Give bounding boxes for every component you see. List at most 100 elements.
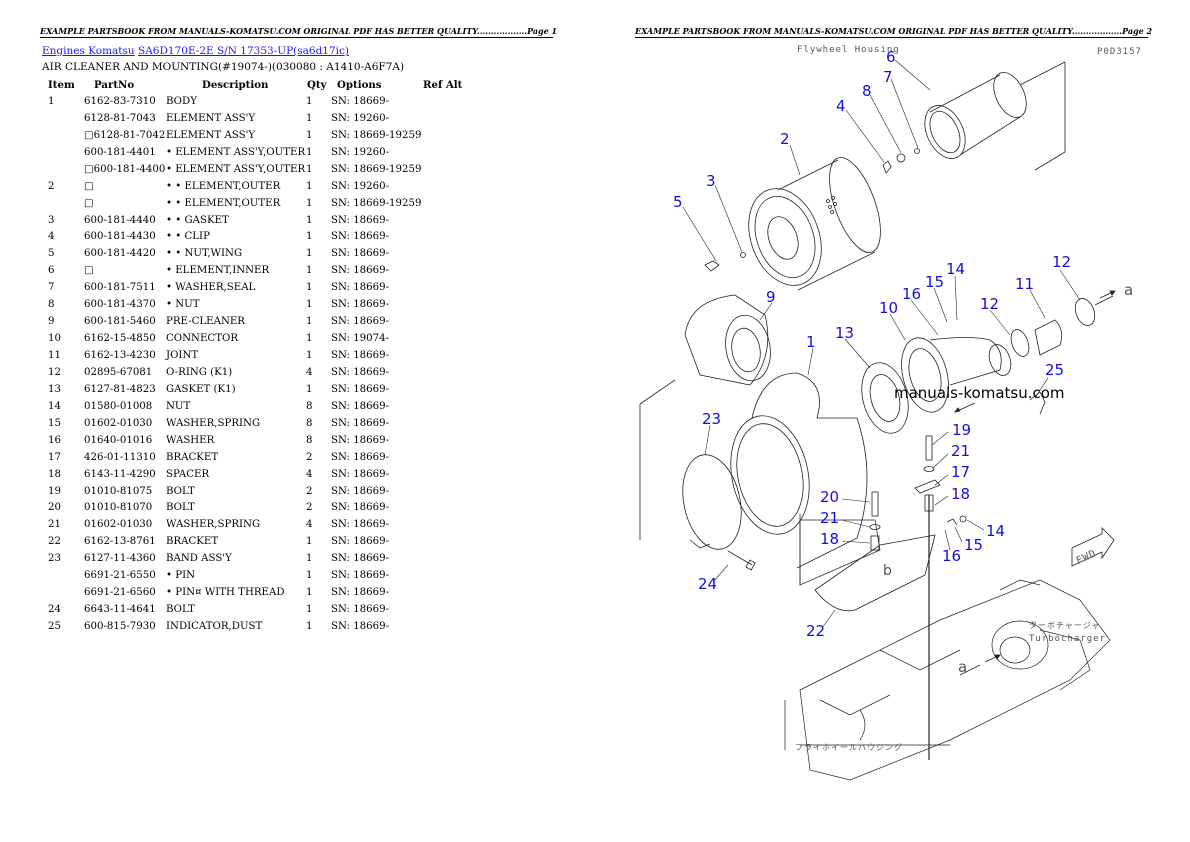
turbocharger-label: Turbocharger	[1029, 634, 1107, 644]
cell-description: BODY	[166, 95, 197, 107]
cell-qty: 8	[306, 434, 313, 446]
cell-options: SN: 18669-	[331, 536, 390, 548]
header-options: Options	[337, 78, 382, 91]
callout-number: 15	[925, 273, 945, 291]
watermark: manuals-komatsu.com	[894, 384, 1065, 402]
cell-qty: 2	[306, 451, 313, 463]
callout-number: 14	[946, 260, 966, 278]
cell-item: 11	[48, 350, 61, 362]
cell-description: • • CLIP	[166, 231, 210, 243]
cell-description: CONNECTOR	[166, 333, 239, 345]
drawing-id-label: P0D3157	[1097, 47, 1142, 57]
breadcrumb: Engines Komatsu SA6D170E-2E S/N 17353-UP…	[42, 45, 349, 57]
table-row: 12 02895-67081 O-RING (K1) 4 SN: 18669-	[42, 364, 473, 381]
cell-partno: 02895-67081	[84, 366, 153, 378]
cell-options: SN: 18669-	[331, 621, 390, 633]
parts-table: Item PartNo Description Qty Options Ref …	[42, 76, 473, 635]
cell-description: BOLT	[166, 604, 195, 616]
cell-qty: 1	[306, 163, 313, 175]
cell-item: 7	[48, 282, 55, 294]
callout-number: 17	[951, 463, 971, 481]
cell-options: SN: 18669-	[331, 248, 390, 260]
cell-description: ELEMENT ASS'Y	[166, 112, 256, 124]
cell-qty: 1	[306, 197, 313, 209]
flywheel-housing-jp-label: フライホイールハウジング	[795, 743, 903, 752]
cell-partno: 6143-11-4290	[84, 468, 156, 480]
bolt-24-drawing	[727, 550, 756, 571]
cell-partno: 6691-21-6550	[84, 570, 156, 582]
callout-number: 14	[986, 522, 1006, 540]
cell-options: SN: 18669-	[331, 282, 390, 294]
cell-item: 4	[48, 231, 55, 243]
section-title: AIR CLEANER AND MOUNTING(#19074-)(030080…	[42, 61, 405, 73]
cell-options: SN: 18669-	[331, 299, 390, 311]
cell-partno: □	[84, 265, 94, 277]
cell-item: 13	[48, 383, 61, 395]
cell-description: O-RING (K1)	[166, 366, 233, 378]
small-parts-drawing	[704, 148, 920, 272]
cell-item: 10	[48, 333, 61, 345]
cell-qty: 4	[306, 468, 313, 480]
cell-description: • PIN	[166, 570, 196, 582]
header-description: Description	[202, 78, 269, 91]
leader-lines-lower	[704, 269, 1081, 629]
page-2-banner: EXAMPLE PARTSBOOK FROM MANUALS-KOMATSU.C…	[635, 26, 1153, 36]
cell-qty: 4	[306, 519, 313, 531]
cell-item: 8	[48, 299, 55, 311]
cell-partno: 600-181-4440	[84, 214, 156, 226]
breadcrumb-link-engines-komatsu[interactable]: Engines Komatsu	[42, 45, 135, 57]
cell-options: SN: 19074-	[331, 333, 390, 345]
cell-qty: 1	[306, 231, 313, 243]
b-label: b	[883, 563, 893, 579]
cell-description: • ELEMENT ASS'Y,OUTER	[166, 163, 306, 175]
cell-options: SN: 18669-	[331, 265, 390, 277]
header-qty: Qty	[307, 78, 327, 91]
cell-description: BRACKET	[166, 451, 219, 463]
cell-item: 15	[48, 417, 61, 429]
table-row: 6691-21-6550 • PIN 1 SN: 18669-	[42, 567, 473, 584]
cell-partno: □600-181-4400	[84, 163, 166, 175]
cell-item: 22	[48, 536, 61, 548]
callout-number: 22	[806, 622, 826, 640]
inner-element-drawing	[924, 61, 1066, 171]
callout-number: 6	[886, 48, 896, 66]
cell-item: 12	[48, 366, 61, 378]
cell-options: SN: 18669-	[331, 417, 390, 429]
cell-options: SN: 18669-	[331, 604, 390, 616]
cell-qty: 1	[306, 570, 313, 582]
cell-options: SN: 18669-	[331, 95, 390, 107]
cell-description: NUT	[166, 400, 191, 412]
cell-options: SN: 18669-	[331, 366, 390, 378]
cell-item: 20	[48, 502, 61, 514]
cell-qty: 1	[306, 95, 313, 107]
cell-options: SN: 18669-	[331, 434, 390, 446]
arrow-a-label: a	[1124, 281, 1135, 299]
parts-table-header: Item PartNo Description Qty Options Ref …	[42, 76, 473, 93]
cell-description: BOLT	[166, 485, 195, 497]
callout-number: 12	[980, 295, 1000, 313]
cell-options: SN: 18669-	[331, 570, 390, 582]
cell-qty: 4	[306, 366, 313, 378]
cell-qty: 1	[306, 248, 313, 260]
fwd-sign-drawing	[1071, 527, 1115, 567]
cell-item: 21	[48, 519, 61, 531]
cell-partno: 600-181-7511	[84, 282, 156, 294]
joint-oring-drawing	[1010, 295, 1114, 415]
breadcrumb-link-model[interactable]: SA6D170E-2E S/N 17353-UP(sa6d17ic)	[138, 45, 350, 57]
callout-number: 25	[1045, 361, 1065, 379]
callout-number: 21	[951, 442, 971, 460]
cell-item: 18	[48, 468, 61, 480]
cell-description: SPACER	[166, 468, 210, 480]
cell-item: 25	[48, 621, 61, 633]
